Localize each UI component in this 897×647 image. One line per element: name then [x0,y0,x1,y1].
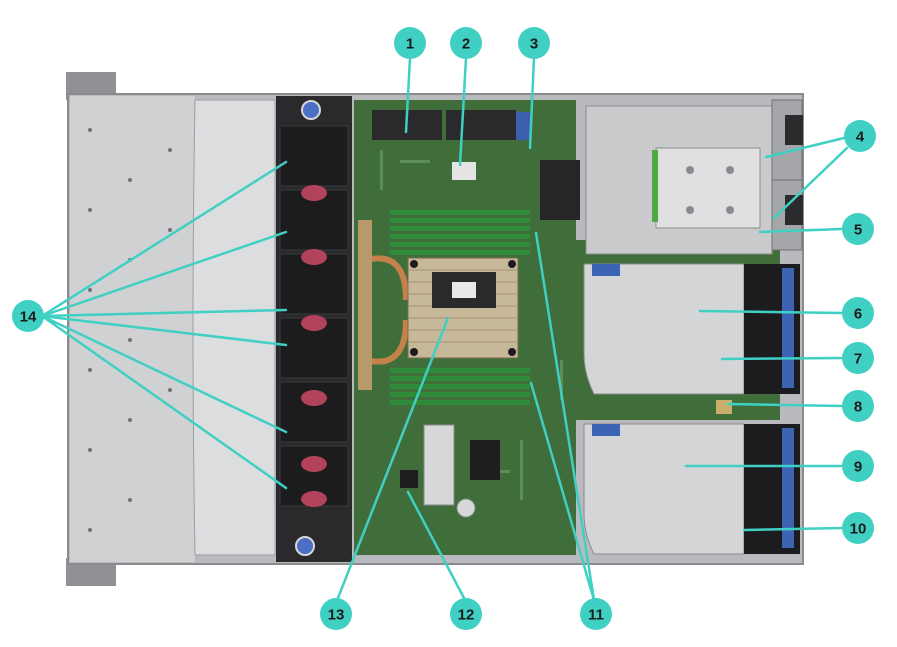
board-chips [400,440,500,488]
system-battery-connector [452,162,476,180]
fan-release-knob-bottom [295,536,315,556]
riser-ocp-slot [716,400,732,414]
processor-heatsink-icon [407,257,519,359]
callout-lines [40,56,849,602]
callout-2-label: 2 [462,36,470,53]
chassis-intrusion-bracket [423,424,455,506]
callout-11: 11 [580,598,612,630]
tpm-connector [516,112,530,140]
callout-9-label: 9 [854,459,862,476]
callout-10: 10 [842,512,874,544]
power-supply-icon [771,99,803,251]
callout-6-label: 6 [854,306,862,323]
callout-12: 12 [450,598,482,630]
cage-hole [686,206,694,214]
pcie-riser-cage-icon [583,263,800,555]
riser-slot-2 [446,110,516,140]
heat-pipe-top [365,255,409,301]
rear-drive-cage-inner [655,147,761,229]
rear-drive-latch [652,150,658,222]
callout-11-label: 11 [588,607,604,624]
server-chassis [66,72,804,586]
callout-8-label: 8 [854,399,862,416]
callout-9: 9 [842,450,874,482]
callout-13-label: 13 [328,607,345,624]
callout-4: 4 [844,120,876,152]
drive-bay-blank-panel [192,99,276,556]
callout-7: 7 [842,342,874,374]
cage-hole [726,206,734,214]
callout-1: 1 [394,27,426,59]
system-battery-icon [456,498,476,518]
callout-10-label: 10 [850,521,867,538]
callout-badges: 1 2 3 4 5 6 7 8 [12,27,876,630]
callout-12-label: 12 [458,607,475,624]
callout-7-label: 7 [854,351,862,368]
callout-14: 14 [12,300,44,332]
callout-6: 6 [842,297,874,329]
drive-bay-cage-icon [70,96,195,562]
cable-duct [540,160,580,220]
callout-8: 8 [842,390,874,422]
heat-pipe-bottom [365,319,409,365]
dimm-slot-icon-bottom [390,368,530,405]
callout-5: 5 [842,213,874,245]
callout-3: 3 [518,27,550,59]
callout-1-label: 1 [406,36,414,53]
fan-release-knob-top [301,100,321,120]
callout-13: 13 [320,598,352,630]
cage-hole [726,166,734,174]
fan-module-icon [279,125,349,507]
heatsink-fin-left [358,220,372,390]
dimm-slot-icon [390,210,530,255]
callout-4-label: 4 [856,129,865,146]
callout-2: 2 [450,27,482,59]
callout-14-label: 14 [20,309,37,326]
callout-3-label: 3 [530,36,538,53]
callout-5-label: 5 [854,222,862,239]
cage-hole [686,166,694,174]
